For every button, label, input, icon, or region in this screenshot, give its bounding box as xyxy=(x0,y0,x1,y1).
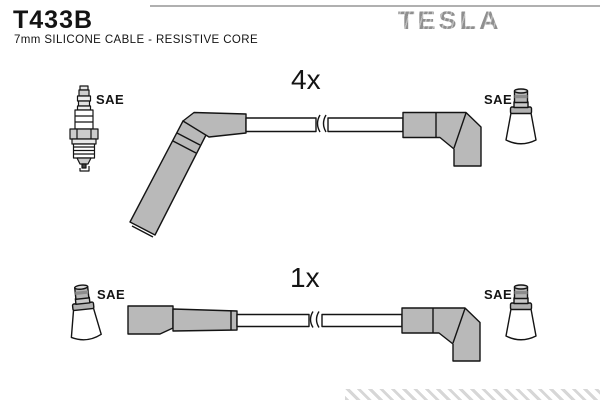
angled-boot xyxy=(129,120,208,236)
sae-label-4x-right: SAE xyxy=(484,92,513,107)
sae-terminal-icon-4x-right xyxy=(505,88,537,145)
product-subtitle: 7mm SILICONE CABLE - RESISTIVE CORE xyxy=(14,34,259,46)
quantity-label-1x: 1x xyxy=(290,262,320,293)
sae-label-1x-left: SAE xyxy=(97,287,126,302)
sae-terminal-icon-1x-left xyxy=(65,282,103,342)
straight-boot xyxy=(127,305,174,335)
part-number: T433B xyxy=(13,6,94,34)
elbow-boot-right xyxy=(402,111,482,167)
cable-run xyxy=(236,313,310,328)
sae-terminal-icon-1x-right xyxy=(505,284,537,341)
elbow-boot-right xyxy=(401,307,481,362)
cable-run xyxy=(245,117,317,133)
hatch-band-artifact xyxy=(345,389,600,400)
sae-label-1x-right: SAE xyxy=(484,287,513,302)
spark-plug-icon xyxy=(69,85,99,172)
cable-break xyxy=(316,114,321,133)
sae-label-4x-left: SAE xyxy=(96,92,125,107)
header-rule xyxy=(150,5,600,7)
cable-break xyxy=(309,311,314,328)
quantity-label-4x: 4x xyxy=(291,64,321,95)
cable-assembly-1x xyxy=(127,305,481,362)
boot-barrel xyxy=(172,308,238,332)
brand-logo: TESLA xyxy=(398,7,502,35)
cable-assembly-4x xyxy=(129,111,482,238)
